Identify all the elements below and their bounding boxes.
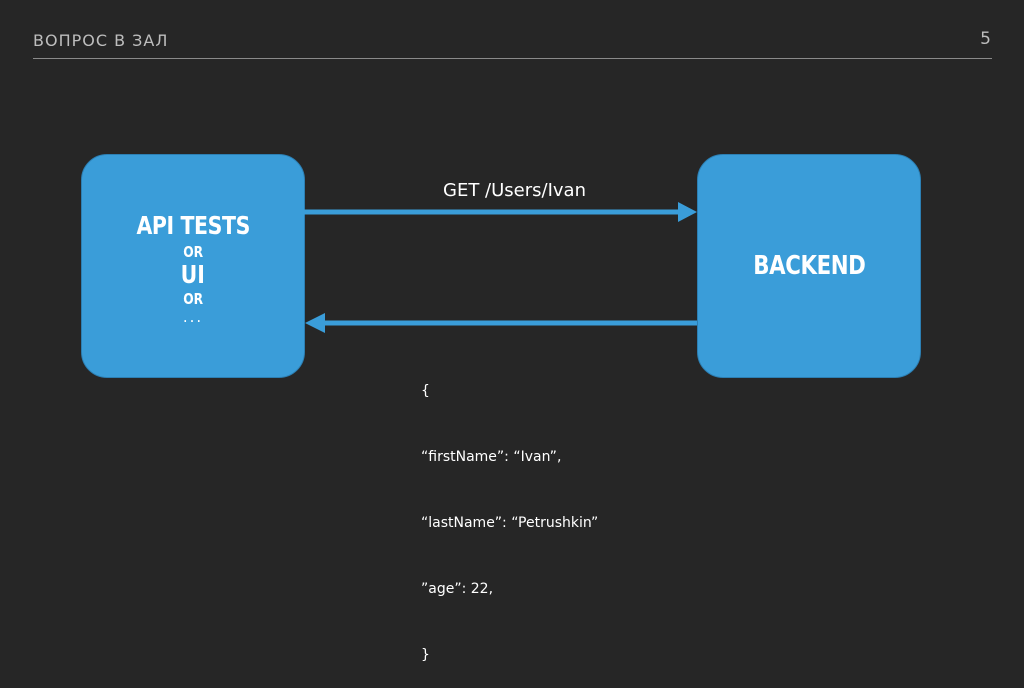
request-label: GET /Users/Ivan	[443, 180, 586, 201]
client-line-or-1: OR	[183, 243, 203, 261]
backend-label: BACKEND	[752, 251, 866, 281]
backend-box: BACKEND	[697, 154, 921, 378]
slide-title: ВОПРОС В ЗАЛ	[33, 31, 169, 50]
arrows-layer	[304, 202, 697, 333]
client-line-or-2: OR	[183, 290, 203, 308]
response-line: }	[421, 647, 430, 663]
response-arrowhead	[305, 313, 325, 333]
response-line: ”age”: 22,	[421, 581, 494, 597]
client-line-ui: UI	[180, 260, 206, 289]
request-arrowhead	[678, 202, 697, 222]
response-line: “firstName”: “Ivan”,	[421, 449, 562, 465]
response-line: “lastName”: “Petrushkin”	[421, 515, 599, 531]
client-box: API TESTS OR UI OR ...	[81, 154, 305, 378]
response-line: {	[421, 383, 430, 399]
header-divider	[33, 58, 992, 59]
page-number: 5	[980, 29, 991, 49]
response-body: { “firstName”: “Ivan”, “lastName”: “Petr…	[421, 336, 598, 688]
client-line-api-tests: API TESTS	[136, 211, 250, 240]
client-line-ellipsis: ...	[182, 308, 204, 326]
